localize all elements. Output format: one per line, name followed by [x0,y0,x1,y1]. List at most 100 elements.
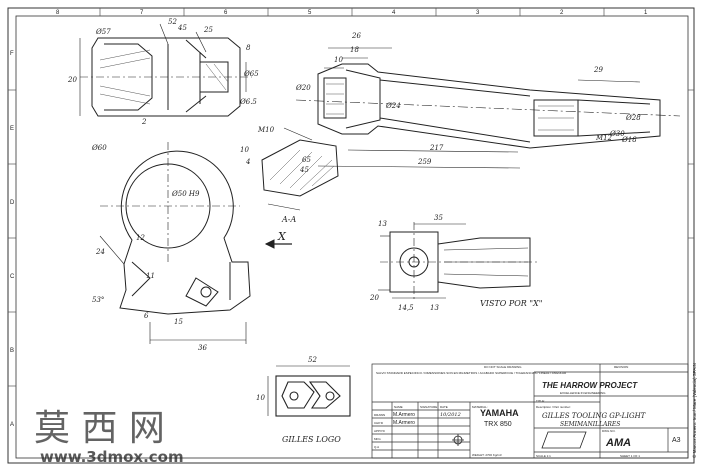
dim-d18: Ø18 [621,136,637,144]
dim-10: 10 [334,56,343,64]
tb-notes: SALVO STANDARD ESPECIFICO / DIMENSIONES … [376,371,567,375]
view-x-drawing [378,222,540,302]
tb-company: THE HARROW PROJECT [542,381,638,390]
tb-finish: DO NOT SCALE DRAWING [484,365,522,369]
dim-d28: Ø28 [625,114,641,122]
grid-numbers: 8 7 6 5 4 3 2 1 F E D C B A [10,10,648,428]
tb-part-line2: SEMIMANILLARES [560,421,620,428]
title-block [371,363,689,459]
grid-row-c: C [10,274,15,280]
dim-25: 25 [203,26,213,34]
dim-24: 24 [95,248,105,256]
clamp-section-labels: Ø57 52 45 25 Ø65 2 Ø6.5 20 [67,18,259,126]
tb-drawn-name: M.Armero [393,412,415,418]
dim-65: 65 [302,156,311,164]
grid-ticks [8,8,694,387]
tb-description-h: Description / Part number: [536,405,571,409]
dim-35: 35 [434,214,443,222]
dim-d6-5: Ø6.5 [239,98,257,106]
grid-col-1: 1 [644,10,648,16]
dim-m10: M10 [257,126,275,134]
title-block-text: SALVO STANDARD ESPECIFICO / DIMENSIONES … [374,363,697,458]
dim-52: 52 [168,18,177,26]
dim-10b: 10 [240,146,249,154]
tb-footer-logo: AMA [605,437,631,449]
tb-mfg-h: MFG [374,437,381,441]
grid-col-7: 7 [140,10,144,16]
tube-section-view [295,47,681,169]
gilles-logo-label: GILLES LOGO [282,435,341,444]
dim-d60: Ø60 [91,144,107,152]
dim-52b: 52 [308,356,317,364]
view-x-arrow: X [264,230,292,249]
dim-d30: Ø30 [609,130,625,138]
tb-dwg-no-h: DWG NO. [602,429,616,433]
dim-20: 20 [67,76,77,84]
grid-col-6: 6 [224,10,228,16]
dim-259: 259 [417,158,432,166]
tb-date-h: DATE [440,405,448,409]
tb-scale-h: SCALE 1:1 [536,454,551,458]
grid-col-5: 5 [308,10,312,16]
tb-drawn-h: DRAWN [374,413,385,417]
tb-chkd-h: CHK'D [374,421,384,425]
dim-m12: M12 [595,134,613,142]
tb-revision: REVISION [614,365,628,369]
tb-company-sub: EXCELLENCE IN ENGINEERING [560,391,606,395]
grid-col-8: 8 [56,10,60,16]
tb-project: YAMAHA [480,408,519,418]
dim-20b: 20 [369,294,379,302]
tb-chkd-name: M.Armero [393,420,415,426]
detail-aa-view [261,127,339,211]
tb-appvd-h: APPV'D [374,429,386,433]
grid-row-f: F [10,51,14,57]
grid-col-4: 4 [392,10,396,16]
tb-sheet-size: A3 [672,437,681,444]
tb-material-h: MATERIAL: [472,405,488,409]
dim-18: 18 [350,46,359,54]
dim-d65: Ø65 [243,70,259,78]
tb-model: TRX 850 [484,421,512,428]
dim-53: 53° [92,296,104,304]
grid-row-b: B [10,348,14,354]
dim-217: 217 [429,144,444,152]
clamp-ring-labels: Ø60 Ø50 H9 12 24 53° 11 15 6 36 [91,144,207,352]
tb-name-h: NAME [394,405,403,409]
dim-d20: Ø20 [295,84,311,92]
tb-vertical-credit: © Marcos Armero: Irun / Mare (Valencia) … [691,363,697,458]
clamp-section-view [79,23,252,117]
grid-col-3: 3 [476,10,480,16]
dim-d24: Ø24 [385,102,401,110]
view-x-label: X [277,230,287,243]
watermark: 莫 西 网 www.3dmox.com [34,408,184,466]
gilles-logo-view [267,365,351,417]
dim-45b: 45 [299,166,309,174]
grid-row-e: E [10,126,14,132]
tb-drawn-date: 10/2012 [440,412,461,418]
dim-45: 45 [177,24,187,32]
dim-13b: 13 [430,304,439,312]
grid-row-d: D [10,200,15,206]
grid-row-a: A [10,422,14,428]
tb-part-line1: GILLES TOOLING GP-LIGHT [542,412,647,420]
tb-weight-h: WEIGHT: 2700 Kg/m3 [472,453,502,457]
view-x-labels: 35 13 20 14,5 13 VISTO POR "X" [369,214,542,312]
dim-4: 4 [245,158,250,166]
dim-29: 29 [593,66,603,74]
dim-36: 36 [198,344,207,352]
dim-11: 11 [146,272,155,280]
tube-section-labels: 8 10 18 26 29 Ø20 Ø24 Ø28 M12 Ø30 Ø18 21… [246,32,641,166]
dim-10c: 10 [256,394,265,402]
clamp-ring-view [99,142,251,344]
gilles-logo-labels: 10 52 GILLES LOGO [256,356,341,444]
tb-small-logo [452,431,587,449]
dim-13: 13 [378,220,387,228]
dim-2: 2 [141,118,147,126]
dim-14-5: 14,5 [398,304,414,312]
dim-6: 6 [144,312,149,320]
dim-15: 15 [174,318,183,326]
section-aa-label: A-A [281,215,296,224]
view-x-caption: VISTO POR "X" [480,299,542,308]
watermark-chars: 莫 西 网 [34,408,165,449]
